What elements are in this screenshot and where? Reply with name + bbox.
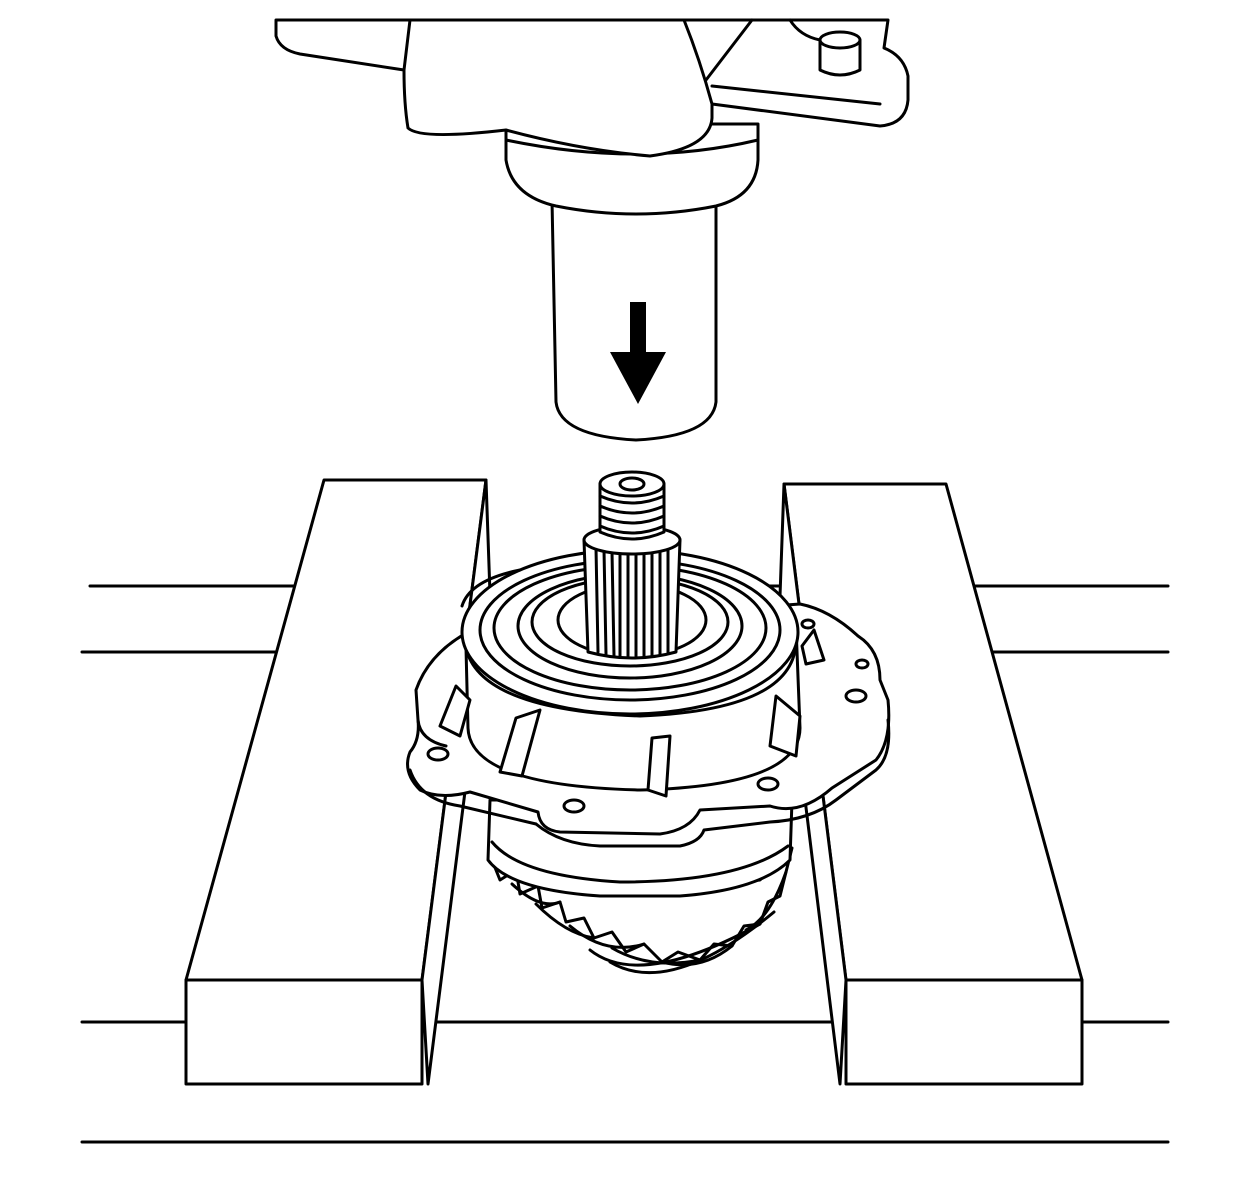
pinion-shaft bbox=[582, 470, 682, 660]
arrow-down-icon bbox=[610, 302, 666, 404]
press-ram bbox=[274, 18, 910, 442]
